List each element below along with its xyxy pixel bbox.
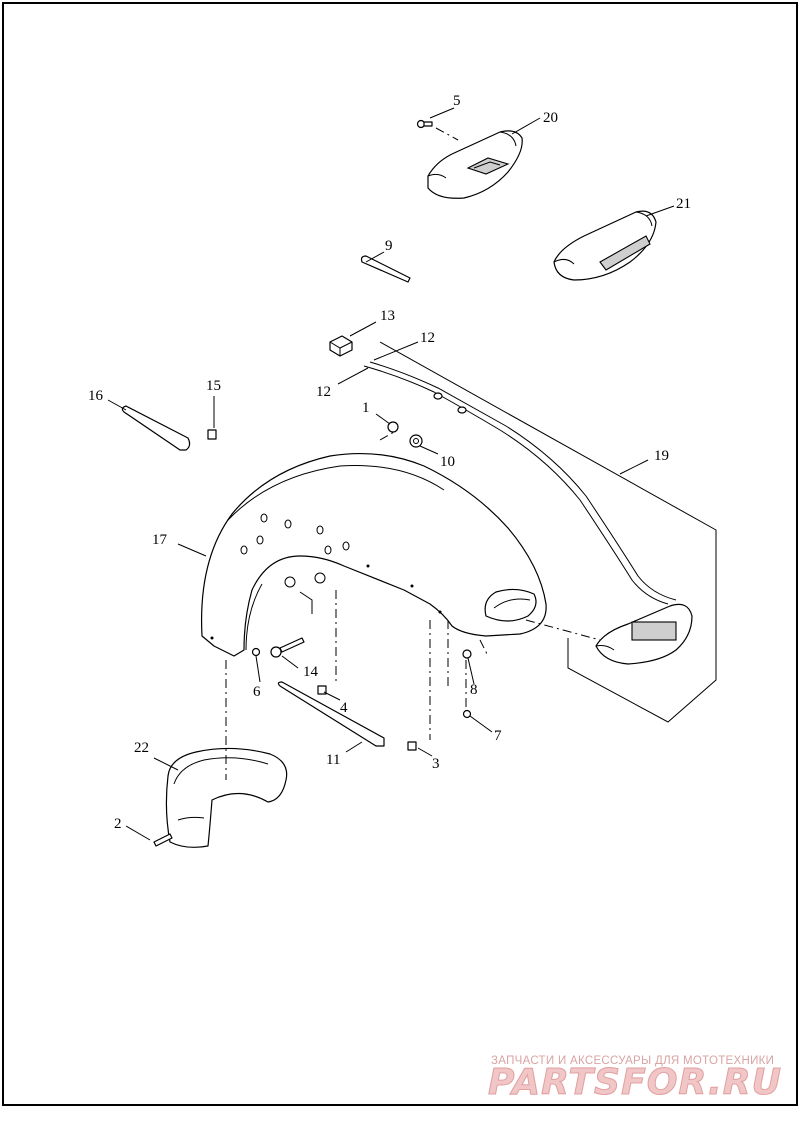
callout-20: 20 xyxy=(543,110,558,126)
callout-3: 3 xyxy=(432,756,440,772)
part-5-screw xyxy=(416,119,433,129)
callout-9: 9 xyxy=(385,238,393,254)
part-3-nut xyxy=(407,741,417,751)
part-17-rear-fender xyxy=(200,452,547,657)
callout-10: 10 xyxy=(440,454,455,470)
part-6-washer xyxy=(251,647,261,657)
part-19-tail-lamp xyxy=(595,603,693,665)
callout-5: 5 xyxy=(453,93,461,109)
callout-22: 22 xyxy=(134,740,149,756)
part-2-screw xyxy=(153,833,173,847)
callout-4: 4 xyxy=(340,700,348,716)
part-20-fender-tip xyxy=(427,130,523,199)
part-19-wiring-harness xyxy=(363,361,677,605)
callout-17: 17 xyxy=(152,532,168,548)
watermark-tagline: ЗАПЧАСТИ И АКСЕССУАРЫ ДЛЯ МОТОТЕХНИКИ xyxy=(491,1055,774,1067)
diagram-frame xyxy=(2,2,798,1106)
part-10-nut xyxy=(409,434,423,448)
part-8-nut xyxy=(462,649,472,659)
part-15-clip xyxy=(207,429,217,440)
callout-12-upper: 12 xyxy=(420,330,435,346)
callout-2: 2 xyxy=(114,816,122,832)
callout-16: 16 xyxy=(88,388,104,404)
watermark: ЗАПЧАСТИ И АКСЕССУАРЫ ДЛЯ МОТОТЕХНИКИ PA… xyxy=(488,1055,782,1104)
callout-21: 21 xyxy=(676,196,691,212)
callout-11: 11 xyxy=(326,752,340,768)
part-19-group-outline xyxy=(379,341,717,723)
watermark-logo: PARTSFOR.RU xyxy=(488,1062,782,1103)
part-16-trim-strip xyxy=(121,405,191,451)
part-11-trim-strip xyxy=(277,681,385,747)
part-4-nut xyxy=(317,685,327,695)
part-14-bolt xyxy=(270,637,305,658)
callout-13: 13 xyxy=(380,308,395,324)
part-9-clip xyxy=(360,255,411,283)
callout-1: 1 xyxy=(362,400,370,416)
part-7-nut xyxy=(462,709,472,719)
part-1-nut xyxy=(387,421,399,433)
part-13-connector xyxy=(329,335,353,357)
part-22-fender-trim xyxy=(165,747,288,848)
callout-6: 6 xyxy=(253,684,261,700)
part-21-fender-tip xyxy=(553,210,657,281)
callout-15: 15 xyxy=(206,378,221,394)
callout-14: 14 xyxy=(303,664,319,680)
callout-12-lower: 12 xyxy=(316,384,331,400)
callout-7: 7 xyxy=(494,728,502,744)
callout-8: 8 xyxy=(470,682,478,698)
callout-19: 19 xyxy=(654,448,669,464)
leader-lines xyxy=(107,107,675,841)
